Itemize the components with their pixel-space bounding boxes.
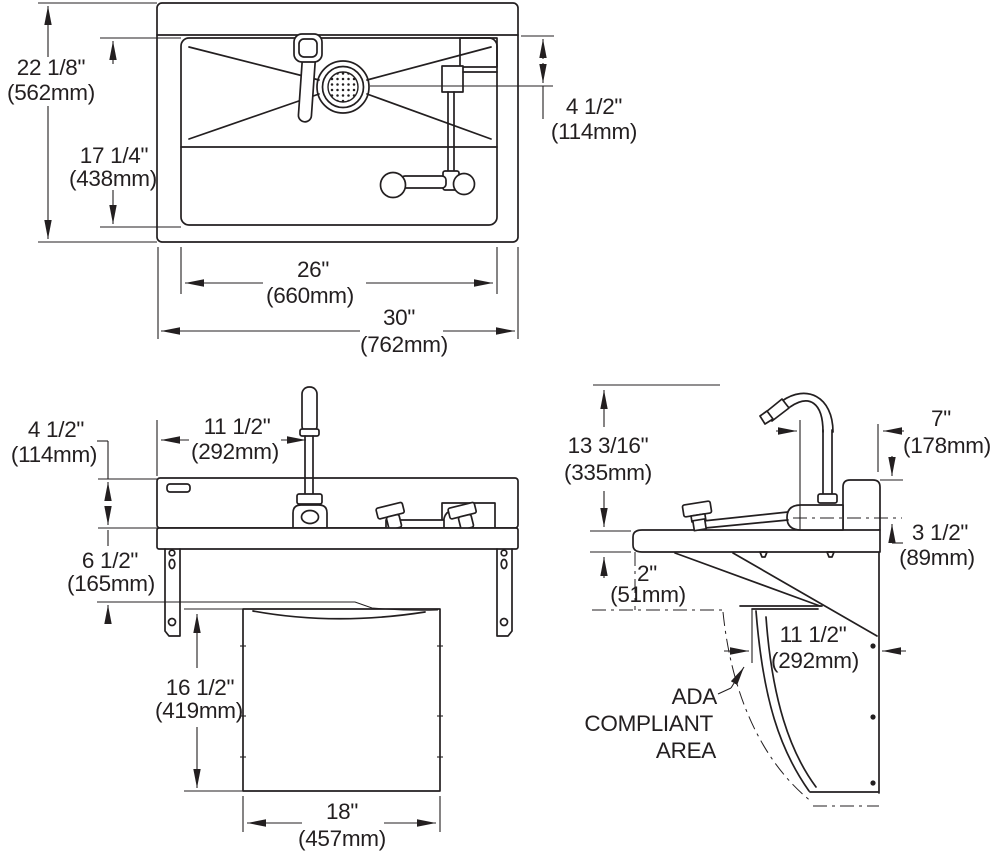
dim-apron-thickness-mm: (51mm) [610,582,686,607]
dim-knee-clearance: 11 1/2" (292mm) [724,622,906,673]
dim-rim-to-center-mm: (89mm) [899,545,975,570]
dim-bowl-depth: 17 1/4" (438mm) [69,37,181,228]
bowl-slope-lines [188,46,492,140]
dim-faucet-offset-in: 11 1/2" [204,414,271,439]
dim-faucet-height: 13 3/16" (335mm) [564,384,720,527]
handle-right-front [447,501,478,531]
front-view: 4 1/2" (114mm) 11 1/2" (292mm) 6 1/2" (1… [11,386,519,851]
plan-view: 22 1/8" (562mm) 17 1/4" (438mm) 4 1/2" (… [7,2,637,357]
dim-backsplash-height-in: 4 1/2" [28,417,85,442]
dim-bowl-width-mm: (660mm) [266,283,354,308]
faucet-plan [293,33,323,123]
gooseneck-inner [789,400,824,433]
spout-front [301,386,318,434]
dim-knee-clearance-mm: (292mm) [771,648,859,673]
dim-faucet-height-mm: (335mm) [564,460,652,485]
dim-valve-offset-plan-in: 4 1/2" [566,94,623,119]
dim-hanger-height: 6 1/2" (165mm) [67,530,155,624]
dim-overall-width-in: 30" [383,305,415,330]
tee-handle-ball-right [452,172,476,196]
ada-compliant-area-callout: ADA COMPLIANT AREA [584,666,745,763]
wall-bracket-right [496,548,513,637]
dim-rim-to-center: 3 1/2" (89mm) [880,456,975,570]
faucet-front [292,386,328,529]
dim-overall-width-mm: (762mm) [360,332,448,357]
spout-nozzle [765,398,790,422]
sink-outline-plan [156,2,519,243]
dim-apron-thickness-in: 2" [637,561,657,586]
handle-side [681,500,789,532]
dim-overall-depth-mm: (562mm) [7,80,95,105]
deck-front [156,527,519,550]
dim-rim-to-center-in: 3 1/2" [912,520,969,545]
dim-apron-height-in: 16 1/2" [166,675,235,700]
valve-assembly-plan [370,37,553,199]
dim-valve-offset-plan: 4 1/2" (114mm) [521,35,637,144]
wall-bracket-left [164,548,181,637]
dim-knee-clearance-in: 11 1/2" [780,622,847,647]
apron-edge-ticks [240,645,443,758]
dim-spout-reach-in: 7" [931,406,951,431]
gooseneck-outer [781,392,834,433]
deck-screws-side [759,551,835,558]
dim-spout-reach: 7" (178mm) [776,406,991,530]
dim-apron-height-mm: (419mm) [155,698,243,723]
dim-faucet-offset: 11 1/2" (292mm) [156,414,306,476]
valve-body-plan [441,65,464,93]
apron-front [242,608,441,792]
faucet-base-front [292,504,328,529]
sloped-apron-side [751,608,879,793]
tee-handle-ball-left [379,171,407,199]
dim-overall-width: 30" (762mm) [157,247,519,357]
dim-bowl-width: 26" (660mm) [180,247,498,308]
valve-plate-plan [459,37,498,68]
ada-label-line2: COMPLIANT [584,711,713,736]
dim-apron-thickness: 2" (51mm) [590,530,686,607]
dim-bowl-depth-mm: (438mm) [69,166,157,191]
side-view: 13 3/16" (335mm) 7" (178mm) 3 1/2" (89mm… [564,384,991,807]
dim-faucet-height-in: 13 3/16" [568,433,649,458]
backsplash-side [842,479,881,531]
drain [316,60,370,114]
faucet-side [681,392,902,532]
dim-faucet-offset-mm: (292mm) [191,439,279,464]
bowl-outline-plan [180,37,498,226]
dim-apron-width-in: 18" [326,799,358,824]
dim-hanger-height-mm: (165mm) [67,571,155,596]
dim-backsplash-height-mm: (114mm) [11,442,97,467]
ada-envelope-centerlines [592,552,879,807]
dim-apron-width: 18" (457mm) [242,796,441,851]
dim-hanger-height-in: 6 1/2" [82,548,139,573]
dim-apron-width-mm: (457mm) [298,826,386,851]
ada-label-line1: ADA [672,684,718,709]
valves-front [375,501,496,531]
dim-bowl-width-in: 26" [297,257,329,282]
dim-bowl-depth-in: 17 1/4" [80,143,149,168]
dim-backsplash-height: 4 1/2" (114mm) [11,417,157,529]
dim-overall-depth: 22 1/8" (562mm) [7,2,157,243]
dim-spout-reach-mm: (178mm) [903,433,991,458]
dim-overall-depth-in: 22 1/8" [17,55,86,80]
deck-side [632,529,881,553]
support-bracket-side [674,552,878,637]
tee-handle-bar [400,175,447,189]
dim-apron-height: 16 1/2" (419mm) [155,608,243,792]
apron-top-curve [252,610,426,620]
nameplate-slot [166,483,191,493]
dim-valve-offset-plan-mm: (114mm) [551,119,637,144]
ada-label-line3: AREA [656,738,716,763]
